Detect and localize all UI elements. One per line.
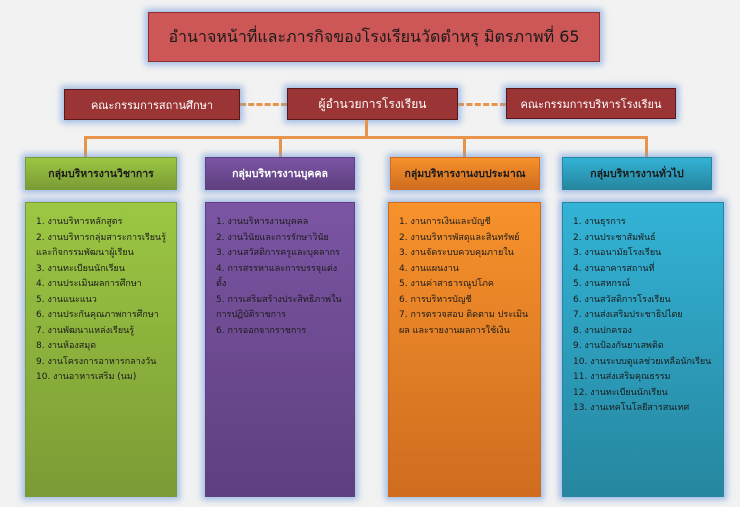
- connector-drop: [645, 136, 648, 157]
- duty-item: 3. งานทะเบียนนักเรียน: [36, 263, 125, 274]
- duty-list: 1. งานธุรการ 2. งานประชาสัมพันธ์ 3. งานอนา…: [573, 215, 715, 417]
- duty-item: 10. งานระบบดูแลช่วยเหลือนักเรียน: [573, 356, 712, 367]
- connector-drop: [84, 136, 87, 157]
- duty-item: 11. งานส่งเสริมคุณธรรม: [573, 372, 671, 382]
- admin-committee-label: คณะกรรมการบริหารโรงเรียน: [520, 97, 662, 111]
- duty-item: 5. การเสริมสร้างประสิทธิภาพในการปฏิบัติร…: [216, 294, 342, 321]
- group-title: กลุ่มบริหารงานบุคคล: [232, 168, 328, 180]
- group-duties: 1. งานบริหารงานบุคคล 2. งานวินัยและการรัก…: [205, 202, 355, 497]
- group-header: กลุ่มบริหารงานงบประมาณ: [390, 157, 540, 190]
- duty-item: 6. งานประกันคุณภาพการศึกษา: [36, 310, 159, 320]
- school-board-box: คณะกรรมการสถานศึกษา: [64, 89, 240, 120]
- duty-item: 9. งานป้องกันยาเสพติด: [573, 341, 664, 351]
- connector-drop: [463, 136, 466, 157]
- duty-item: 6. การบริหารบัญชี: [399, 294, 472, 305]
- group-title: กลุ่มบริหารงานงบประมาณ: [404, 168, 526, 180]
- duty-item: 6. งานสวัสดิการโรงเรียน: [573, 294, 671, 305]
- group-duties: 1. งานบริหารหลักสูตร 2. งานบริหารกลุ่มสาร…: [25, 202, 177, 497]
- group-header: กลุ่มบริหารงานทั่วไป: [562, 157, 712, 190]
- duty-item: 10. งานอาหารเสริม (นม): [36, 372, 137, 382]
- duty-item: 1. งานบริหารงานบุคคล: [216, 217, 309, 227]
- chart-title: อำนาจหน้าที่และภารกิจของโรงเรียนวัดตำหรุ…: [148, 12, 600, 62]
- duty-item: 5. งานค่าสาธารณูปโภค: [399, 279, 494, 289]
- group-duties: 1. งานการเงินและบัญชี 2. งานบริหารพัสดุแล…: [388, 202, 541, 497]
- duty-item: 7. งานพัฒนาแหล่งเรียนรู้: [36, 325, 135, 336]
- duty-item: 4. งานอาคารสถานที่: [573, 263, 655, 274]
- group-header: กลุ่มบริหารงานบุคคล: [205, 157, 355, 190]
- duty-item: 9. งานโครงการอาหารกลางวัน: [36, 356, 157, 367]
- group-duties: 1. งานธุรการ 2. งานประชาสัมพันธ์ 3. งานอนา…: [562, 202, 724, 497]
- admin-committee-box: คณะกรรมการบริหารโรงเรียน: [506, 88, 676, 119]
- duty-item: 4. งานแผนงาน: [399, 263, 459, 274]
- group-title: กลุ่มบริหารงานทั่วไป: [590, 168, 684, 180]
- duty-item: 4. การสรรหาและการบรรจุแต่งตั้ง: [216, 263, 338, 290]
- duty-item: 6. การออกจากราชการ: [216, 325, 307, 336]
- duty-item: 2. งานประชาสัมพันธ์: [573, 232, 656, 243]
- title-text: อำนาจหน้าที่และภารกิจของโรงเรียนวัดตำหรุ…: [168, 26, 580, 46]
- duty-item: 2. งานบริหารกลุ่มสาระการเรียนรู้ และกิจก…: [36, 232, 167, 259]
- duty-item: 5. งานสหกรณ์: [573, 279, 631, 289]
- connector-vertical-main: [365, 120, 368, 138]
- connector-horizontal: [84, 136, 648, 139]
- duty-item: 12. งานทะเบียนนักเรียน: [573, 387, 668, 398]
- duty-item: 7. การตรวจสอบ ติดตาม ประเมินผล และรายงาน…: [399, 310, 529, 336]
- duty-list: 1. งานการเงินและบัญชี 2. งานบริหารพัสดุแล…: [399, 215, 532, 339]
- duty-item: 8. งานห้องสมุด: [36, 341, 97, 351]
- school-board-label: คณะกรรมการสถานศึกษา: [90, 98, 214, 112]
- duty-item: 1. งานบริหารหลักสูตร: [36, 217, 123, 227]
- duty-list: 1. งานบริหารหลักสูตร 2. งานบริหารกลุ่มสาร…: [36, 215, 168, 386]
- duty-item: 3. งานอนามัยโรงเรียน: [573, 248, 662, 258]
- duty-item: 4. งานประเมินผลการศึกษา: [36, 279, 142, 289]
- duty-list: 1. งานบริหารงานบุคคล 2. งานวินัยและการรัก…: [216, 215, 346, 339]
- duty-item: 2. งานวินัยและการรักษาวินัย: [216, 232, 329, 243]
- duty-item: 13. งานเทคโนโลยีสารสนเทศ: [573, 403, 690, 413]
- duty-item: 1. งานการเงินและบัญชี: [399, 217, 491, 227]
- dashed-connector-right: [458, 103, 506, 106]
- duty-item: 3. งานสวัสดิการครูและบุคลากร: [216, 248, 340, 258]
- director-box: ผู้อำนวยการโรงเรียน: [287, 88, 458, 120]
- group-header: กลุ่มบริหารงานวิชาการ: [25, 157, 177, 190]
- duty-item: 7. งานส่งเสริมประชาธิปไตย: [573, 310, 683, 320]
- duty-item: 5. งานแนะแนว: [36, 294, 97, 305]
- duty-item: 1. งานธุรการ: [573, 217, 626, 227]
- dashed-connector-left: [240, 103, 287, 106]
- director-label: ผู้อำนวยการโรงเรียน: [318, 96, 427, 111]
- group-title: กลุ่มบริหารงานวิชาการ: [48, 168, 154, 180]
- connector-drop: [279, 136, 282, 157]
- duty-item: 3. งานจัดระบบควบคุมภายใน: [399, 248, 514, 258]
- duty-item: 2. งานบริหารพัสดุและสินทรัพย์: [399, 232, 520, 243]
- duty-item: 8. งานปกครอง: [573, 325, 632, 336]
